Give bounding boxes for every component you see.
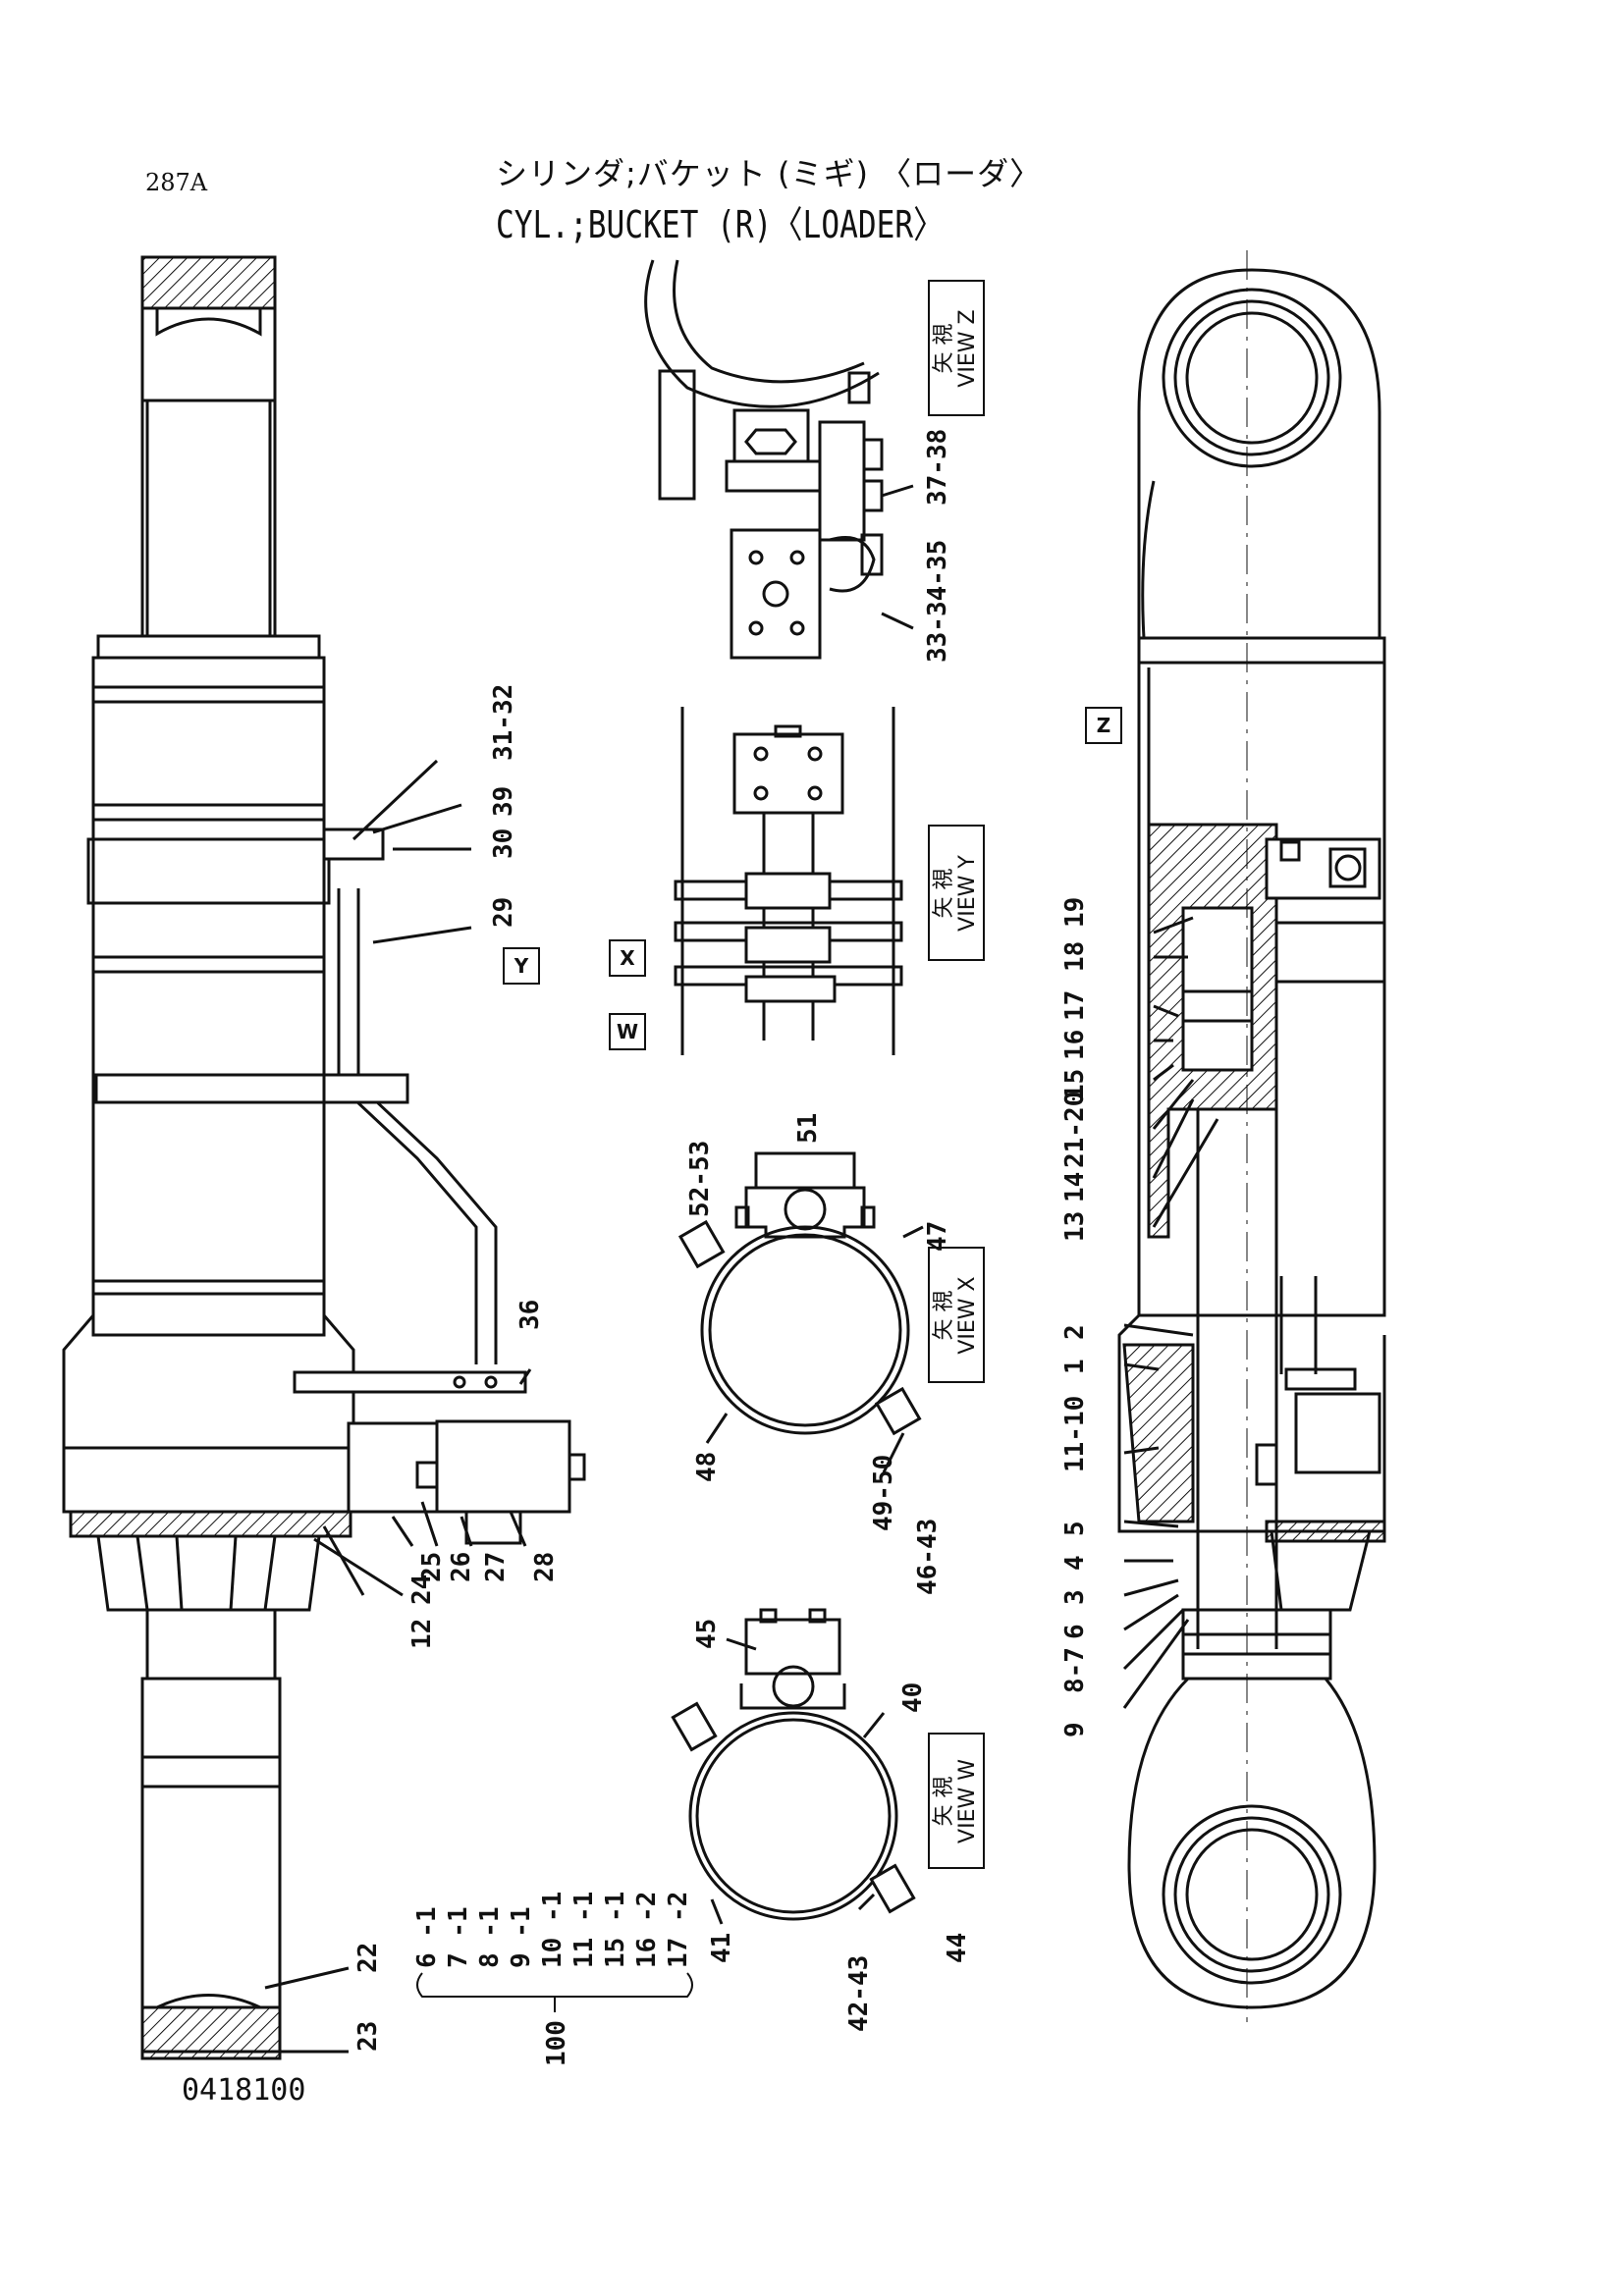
callout: 42-43 (844, 1954, 874, 2032)
callout: 8-7 (1060, 1647, 1090, 1693)
callout: 44 (943, 1932, 972, 1963)
title-english: CYL.;BUCKET (R)〈LOADER〉 (496, 203, 945, 246)
arrow-z: Z (1085, 707, 1122, 744)
kit-item: 9 -1 (507, 1906, 536, 1968)
callout: 40 (898, 1682, 928, 1713)
top-pin-boss-hatched (140, 255, 277, 310)
callout: 4 (1060, 1555, 1090, 1571)
callout: 26 (447, 1551, 476, 1582)
kit-item: 8 -1 (475, 1906, 505, 1968)
callout: 41 (707, 1932, 736, 1963)
kit-label: 100 (542, 2020, 571, 2066)
head-eye-outline (1137, 268, 1381, 638)
cylinder-tube-right (1137, 661, 1386, 1317)
view-x-tube (700, 1225, 910, 1435)
cylinder-tube-left (91, 656, 326, 1337)
arrow-y: Y (503, 947, 540, 985)
callout: 47 (923, 1220, 952, 1252)
drawing-number: 0418100 (182, 2073, 306, 2108)
valve-block (435, 1419, 571, 1514)
arrow-x: X (609, 939, 646, 977)
kit-item: 16 -2 (632, 1891, 662, 1968)
callout: 3 (1060, 1589, 1090, 1605)
callout: 1 (1060, 1359, 1090, 1374)
title-japanese: シリンダ;バケット (ミギ) 〈ローダ〉 (496, 155, 1043, 192)
callout: 46-43 (913, 1518, 943, 1595)
callout: 49-50 (869, 1454, 898, 1531)
rod-top (140, 399, 277, 638)
callout: 33-34-35 (923, 539, 952, 663)
kit-item: 15 -1 (601, 1891, 630, 1968)
callout: 52-53 (685, 1140, 715, 1217)
callout: 16 (1060, 1029, 1090, 1060)
callout: 23 (353, 2020, 383, 2052)
callout: 17 (1060, 989, 1090, 1021)
callout: 9 (1060, 1722, 1090, 1737)
kit-item: 10 -1 (538, 1891, 568, 1968)
page-code: 287A (145, 169, 208, 196)
callout: 12 (407, 1618, 437, 1649)
rod-eye-outline (1127, 1677, 1377, 2009)
callout: 24 (407, 1574, 437, 1605)
callout: 37-38 (923, 428, 952, 506)
rod-bottom (145, 1608, 277, 1681)
view-w-tube (688, 1711, 898, 1921)
callout: 51 (793, 1112, 823, 1144)
callout: 14 (1060, 1171, 1090, 1202)
callout: 21-20 (1060, 1091, 1090, 1168)
callout: 6 (1060, 1624, 1090, 1639)
callout: 18 (1060, 940, 1090, 972)
kit-item: 11 -1 (569, 1891, 599, 1968)
callout: 36 (515, 1299, 545, 1330)
kit-item: 17 -2 (664, 1891, 693, 1968)
callout: 11-10 (1060, 1395, 1090, 1472)
callout: 13 (1060, 1210, 1090, 1242)
bottom-pin-boss-hatched (140, 2005, 282, 2060)
callout: 31-32 (489, 683, 518, 761)
callout: 27 (481, 1551, 511, 1582)
callout: 5 (1060, 1521, 1090, 1536)
callout: 48 (692, 1451, 722, 1482)
callout: 2 (1060, 1324, 1090, 1340)
arrow-w: W (609, 1013, 646, 1050)
callout: 22 (353, 1942, 383, 1973)
callout: 19 (1060, 896, 1090, 928)
callout: 39 (489, 785, 518, 817)
kit-item: 6 -1 (412, 1906, 442, 1968)
callout: 45 (692, 1618, 722, 1649)
kit-item: 7 -1 (444, 1906, 473, 1968)
callout: 28 (530, 1551, 560, 1582)
callout: 29 (489, 896, 518, 928)
callout: 30 (489, 828, 518, 859)
view-z-block (730, 528, 822, 660)
